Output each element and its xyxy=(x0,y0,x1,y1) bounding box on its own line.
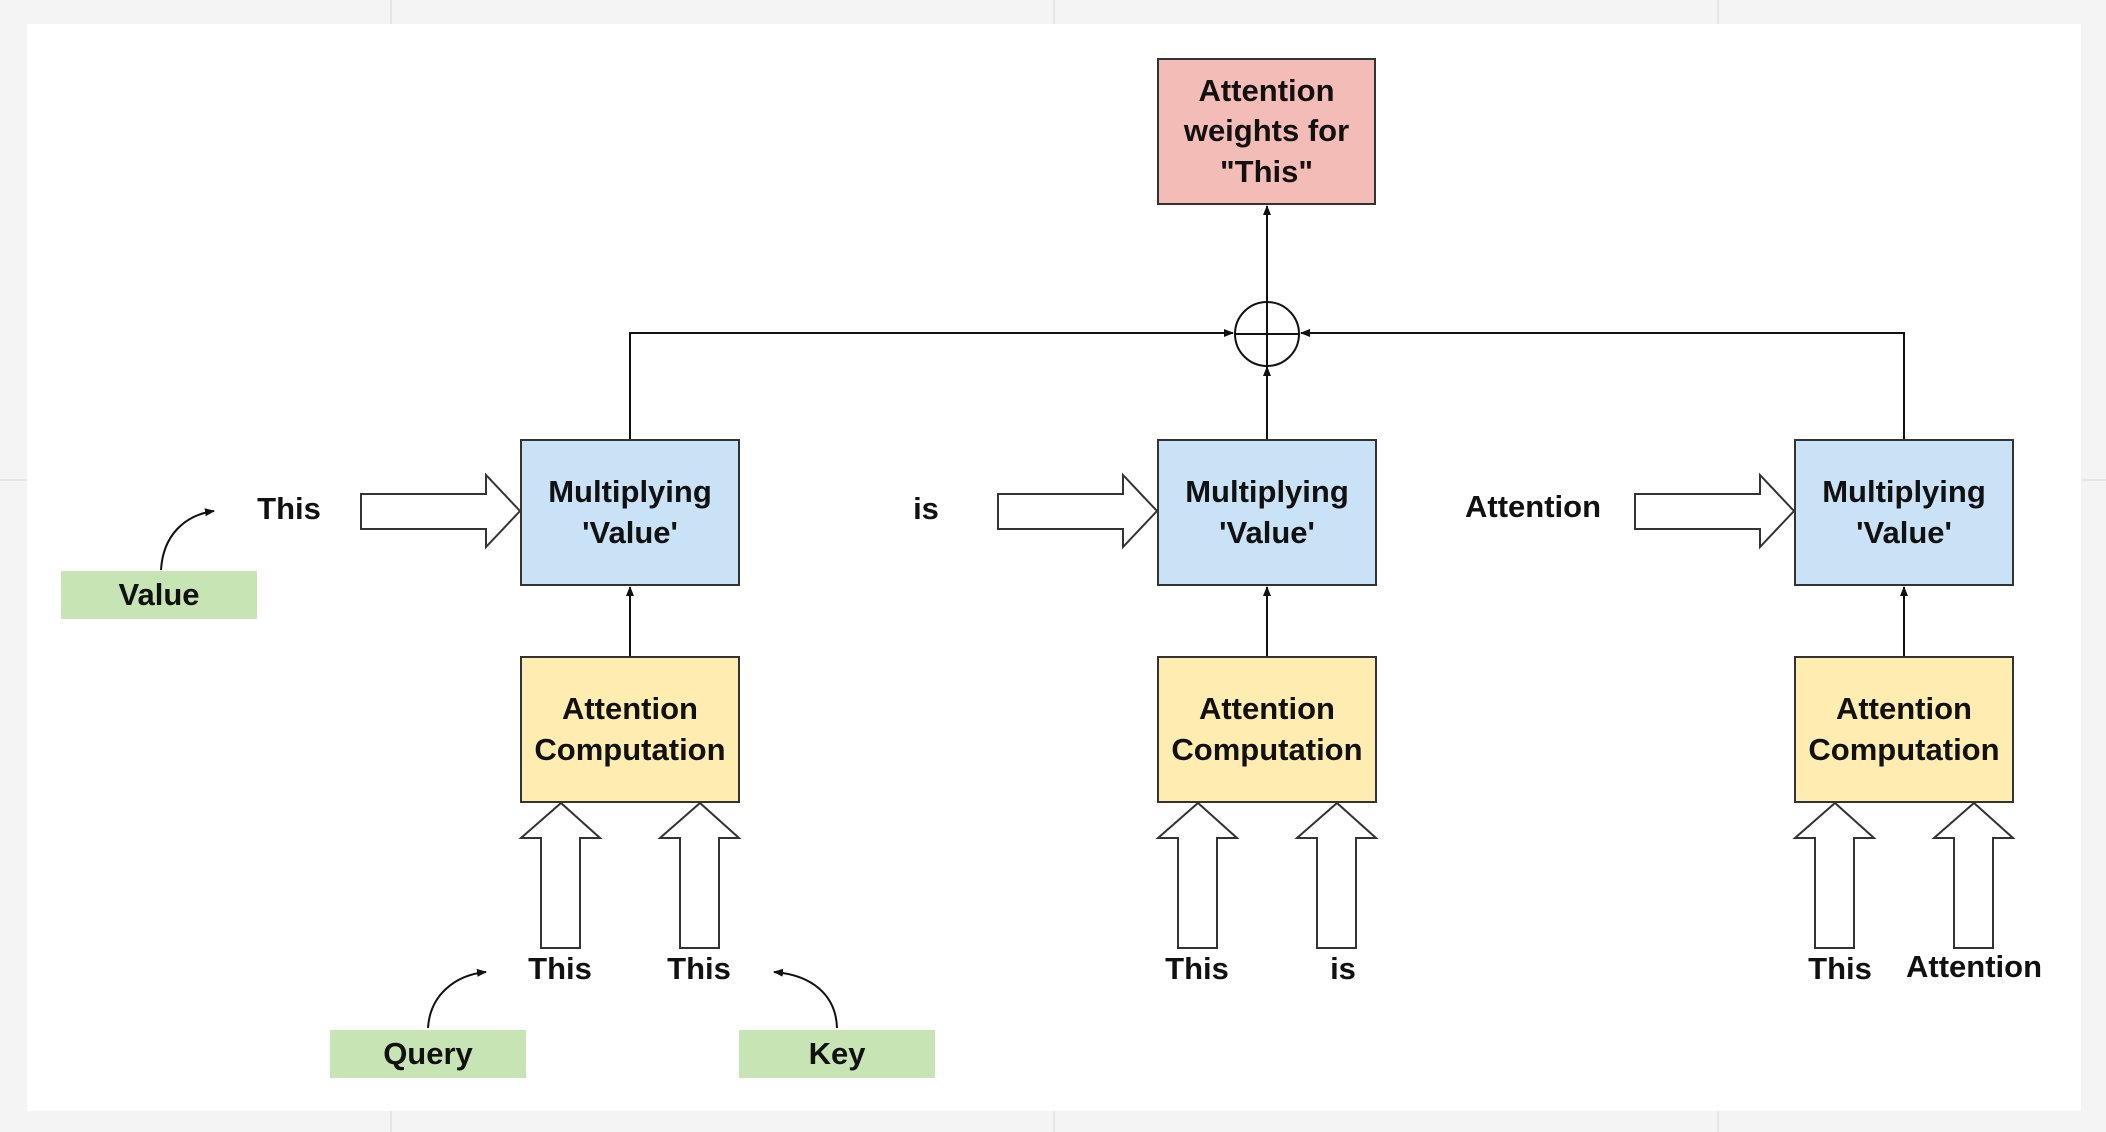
key-block-arrow xyxy=(657,801,742,949)
query-block-arrow xyxy=(1792,801,1877,949)
attention-computation-box: Attention Computation xyxy=(520,656,740,803)
multiply-value-box: Multiplying 'Value' xyxy=(1157,439,1377,586)
value-word: is xyxy=(913,491,939,526)
value-tag: Value xyxy=(61,571,257,619)
attention-weights-output-box: Attention weights for "This" xyxy=(1157,58,1376,205)
key-word: This xyxy=(667,951,731,986)
query-block-arrow xyxy=(1155,801,1240,949)
multiply-value-label: Multiplying 'Value' xyxy=(1185,474,1349,550)
value-block-arrow xyxy=(997,472,1159,550)
diagram-canvas xyxy=(27,24,2081,1111)
multiply-value-box: Multiplying 'Value' xyxy=(520,439,740,586)
value-word: Attention xyxy=(1464,489,1602,524)
query-block-arrow xyxy=(518,801,603,949)
key-pointer-arrow xyxy=(773,968,838,1029)
key-word: is xyxy=(1330,951,1356,986)
attention-computation-box: Attention Computation xyxy=(1794,656,2014,803)
attention-computation-label: Attention Computation xyxy=(534,691,726,767)
output-box-label: Attention weights for "This" xyxy=(1183,73,1350,189)
attention-computation-label: Attention Computation xyxy=(1808,691,2000,767)
key-tag: Key xyxy=(739,1030,935,1078)
key-word: Attention xyxy=(1905,949,2043,984)
query-word: This xyxy=(1808,951,1872,986)
right-branch-connector xyxy=(1300,329,1905,439)
multiply-value-box: Multiplying 'Value' xyxy=(1794,439,2014,586)
value-word: This xyxy=(257,491,321,526)
attention-computation-box: Attention Computation xyxy=(1157,656,1377,803)
key-block-arrow xyxy=(1931,801,2016,949)
value-block-arrow xyxy=(1634,472,1796,550)
multiply-value-label: Multiplying 'Value' xyxy=(548,474,712,550)
attention-computation-label: Attention Computation xyxy=(1171,691,1363,767)
query-word: This xyxy=(528,951,592,986)
value-block-arrow xyxy=(360,472,522,550)
query-tag: Query xyxy=(330,1030,526,1078)
multiply-value-label: Multiplying 'Value' xyxy=(1822,474,1986,550)
key-block-arrow xyxy=(1294,801,1379,949)
circle-plus-icon xyxy=(1234,301,1300,367)
value-pointer-arrow xyxy=(160,508,215,571)
query-pointer-arrow xyxy=(427,968,487,1029)
left-branch-connector xyxy=(629,329,1234,439)
query-word: This xyxy=(1165,951,1229,986)
